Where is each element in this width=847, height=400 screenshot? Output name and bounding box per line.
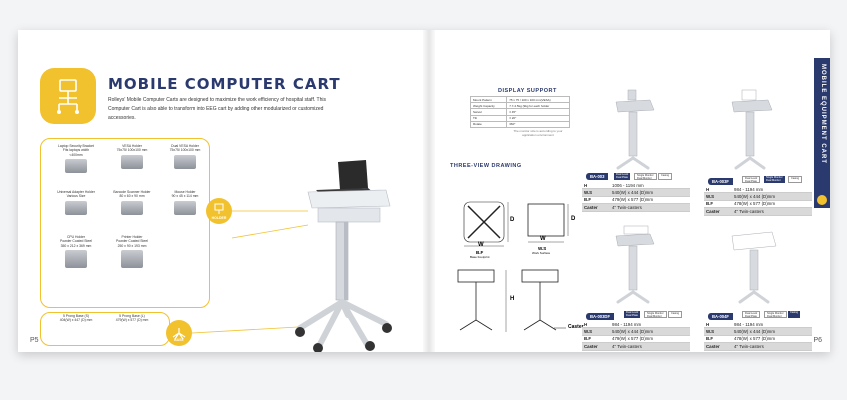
page-number-right: P6 xyxy=(813,337,822,344)
tab-dot-icon xyxy=(817,195,827,205)
three-view-title: THREE-VIEW DRAWING xyxy=(450,163,522,169)
brochure-spread: MOBILE COMPUTER CART Rolleys' Mobile Com… xyxy=(18,30,830,352)
base-large: 5 Prong Base (L)479(W) x 577 (D) mm xyxy=(115,314,149,323)
label-w-right: W xyxy=(540,236,546,242)
holder-box xyxy=(40,138,210,308)
display-support-title: DISPLAY SUPPORT xyxy=(498,88,557,94)
page-number-left: P5 xyxy=(30,337,39,344)
page-fold xyxy=(423,30,435,352)
label-bf: B.F xyxy=(476,250,484,255)
label-h: H xyxy=(510,296,515,302)
page-title: MOBILE COMPUTER CART xyxy=(108,75,341,93)
intro-text: Rolleys' Mobile Computer Carts are desig… xyxy=(108,97,326,121)
side-tab xyxy=(814,58,830,208)
label-ws-sub: Work Surface xyxy=(532,251,551,255)
model-option: Casing xyxy=(668,311,683,318)
label-d-right: D xyxy=(571,216,576,222)
model-badge-ba-004f: BA-004F xyxy=(708,313,733,320)
model-badge-ba-003df: BA-003DF xyxy=(586,313,615,320)
base-small: 5 Prong Base (S)404(W) x 447 (D) mm xyxy=(59,314,93,323)
base-badge: BASE xyxy=(166,320,192,346)
model-option: Casing xyxy=(788,176,803,183)
side-tab-label: MOBILE EQUIPMENT CART xyxy=(820,64,826,164)
label-bf-sub: Base Footprint xyxy=(470,255,490,259)
holder-badge: HOLDER xyxy=(206,198,232,224)
label-ws: W.S xyxy=(538,246,547,251)
label-w-left: W xyxy=(478,242,484,248)
model-badge-ba-003f: BA-003F xyxy=(708,178,733,185)
model-badge-ba-003: BA-003 xyxy=(586,173,609,180)
model-option: Casing xyxy=(658,173,673,180)
cart-logo-icon xyxy=(40,68,96,124)
page-left: MOBILE COMPUTER CART Rolleys' Mobile Com… xyxy=(18,30,424,352)
three-view-drawing xyxy=(457,201,569,332)
model-option: Casing xyxy=(788,311,801,318)
display-note: The monitor size is according to your ap… xyxy=(513,129,563,137)
label-d-left: D xyxy=(510,217,515,223)
label-caster: Caster xyxy=(568,324,584,330)
